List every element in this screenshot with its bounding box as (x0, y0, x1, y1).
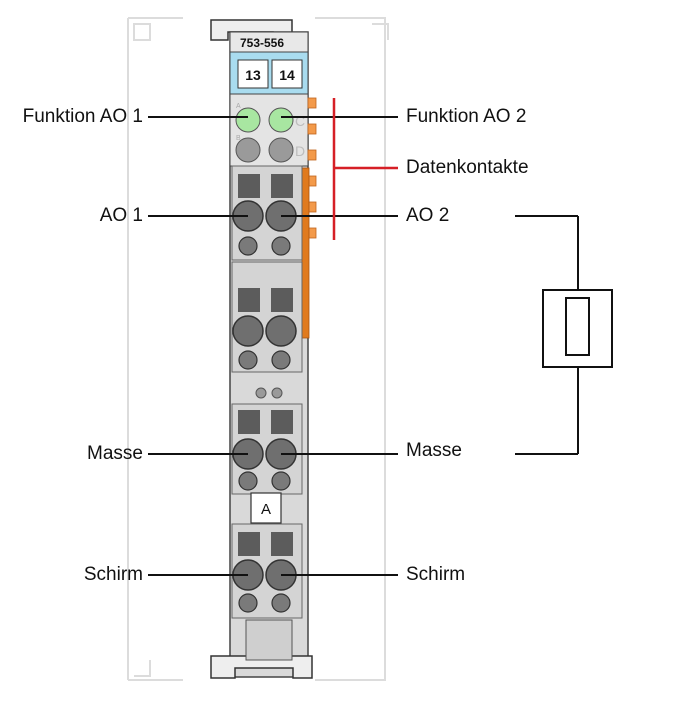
label-masse-right: Masse (406, 440, 462, 461)
led-a-green (235, 107, 261, 133)
din-rail (127, 17, 389, 681)
terminal-number-13: 13 (245, 67, 261, 83)
power-jumper-contact (301, 167, 310, 339)
label-funktion-ao1: Funktion AO 1 (22, 106, 143, 127)
led-letter-a: A (236, 103, 241, 110)
led-letter-d: D (295, 143, 305, 159)
label-ao2: AO 2 (406, 205, 450, 226)
terminal-number-box-14 (271, 59, 303, 89)
terminal-number-box-13 (237, 59, 269, 89)
middle-indicators (255, 387, 283, 399)
leader-lines-right (281, 116, 398, 576)
connector-block-2 (231, 261, 303, 373)
load-resistor-symbol (515, 215, 613, 455)
led-d-gray (268, 137, 294, 163)
part-number: 753-556 (240, 36, 284, 50)
leader-lines-left (148, 116, 248, 576)
connector-block-4 (231, 523, 303, 619)
label-schirm-left: Schirm (83, 564, 143, 585)
led-letter-c: C (295, 113, 305, 129)
label-schirm-right: Schirm (406, 564, 466, 585)
label-datenkontakte: Datenkontakte (406, 157, 529, 178)
marker-box (250, 492, 282, 524)
connector-block-3 (231, 403, 303, 495)
data-contacts (307, 97, 317, 239)
marker-letter: A (261, 501, 271, 518)
data-contacts-bracket (332, 98, 398, 240)
connector-block-1 (231, 165, 303, 261)
label-funktion-ao2: Funktion AO 2 (406, 106, 527, 127)
bottom-latch (210, 619, 313, 679)
label-ao1: AO 1 (99, 205, 143, 226)
terminal-number-14: 14 (279, 67, 295, 83)
led-b-gray (235, 137, 261, 163)
label-masse-left: Masse (87, 443, 143, 464)
led-c-green (268, 107, 294, 133)
led-letter-b: B (236, 135, 241, 142)
